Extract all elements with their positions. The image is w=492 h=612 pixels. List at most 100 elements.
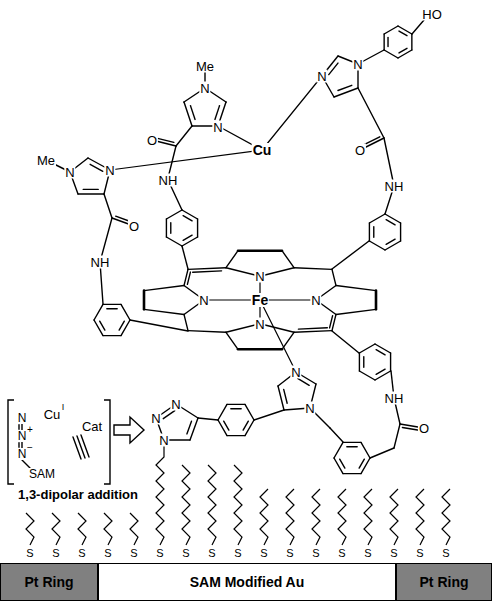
sulfur-atom: S [363, 548, 372, 559]
atom-label: NH [384, 392, 405, 405]
bond-line [121, 304, 130, 320]
bond-line [334, 442, 343, 458]
bond-line [336, 286, 376, 291]
alkyl-chain [52, 513, 60, 545]
bond-line [361, 442, 370, 458]
bond-line [369, 214, 385, 223]
bond-line [182, 246, 188, 269]
atom-label: Cu [252, 143, 273, 157]
bond-line [190, 106, 195, 120]
bond-line [144, 309, 184, 314]
bond-line [359, 353, 360, 371]
bond-line [294, 331, 332, 333]
bond-line [262, 76, 322, 150]
sulfur-atom: S [77, 548, 86, 559]
bond-line [347, 446, 357, 447]
sulfur-atom: S [311, 548, 320, 559]
alkyl-chain [442, 489, 450, 545]
bond-line [103, 304, 121, 305]
alkyl-chain [208, 465, 216, 545]
atom-label: Fe [251, 293, 269, 307]
bond-line [336, 309, 376, 314]
atom-label: N [64, 166, 75, 179]
bond-line [398, 50, 412, 58]
sulfur-atom: S [233, 548, 242, 559]
electrode-label: Pt Ring [25, 574, 74, 590]
bond-line [399, 31, 407, 36]
bond-line [369, 241, 385, 250]
alkyl-chain [286, 489, 294, 545]
bond-line [94, 320, 103, 336]
bond-line [198, 418, 218, 420]
alkyl-chain [364, 489, 372, 545]
atom-label: I [61, 403, 66, 412]
atom-label: N [310, 294, 321, 307]
bond-line [384, 26, 398, 34]
sulfur-atom: S [103, 548, 112, 559]
atom-label: N [150, 412, 161, 425]
bond-line [78, 193, 104, 194]
atom-label: Me [36, 154, 56, 167]
bond-line [359, 371, 375, 380]
bond-line [166, 237, 182, 246]
bond-line [110, 150, 262, 170]
bond-line [184, 314, 188, 330]
bond-line [187, 421, 192, 434]
bond-line [385, 214, 401, 223]
bond-line [143, 291, 146, 310]
bond-line [22, 460, 30, 468]
bond-line [332, 331, 359, 353]
bond-line [121, 320, 130, 336]
bond-line [282, 251, 294, 268]
bond-line [390, 353, 391, 371]
bond-line [375, 371, 391, 380]
bond-line [298, 378, 310, 385]
bond-line [166, 210, 182, 219]
bond-line [193, 271, 222, 272]
bond-line [170, 223, 171, 233]
bond-line [183, 216, 192, 221]
atom-label: N [316, 70, 327, 83]
bond-line [103, 335, 121, 336]
alkyl-chain [182, 465, 190, 545]
sulfur-atom: S [259, 548, 268, 559]
bond-line [188, 268, 226, 270]
bond-line [384, 50, 398, 58]
bond-line [215, 106, 220, 120]
atom-label: O [128, 220, 140, 233]
bond-line [183, 235, 192, 240]
alkyl-chain [338, 489, 346, 545]
bond-line [18, 425, 19, 430]
atom-label: NH [384, 180, 405, 193]
bond-line [226, 251, 238, 268]
bond-line [386, 220, 395, 225]
sulfur-atom: S [441, 548, 450, 559]
bond-line [254, 410, 284, 420]
bond-line [81, 435, 89, 457]
bond-line [238, 249, 282, 252]
bond-line [218, 404, 227, 420]
bond-line [245, 404, 254, 420]
platinum-ring: Pt Ring [396, 563, 492, 601]
atom-label: N [17, 412, 28, 424]
bond-line [107, 308, 117, 309]
bond-line [197, 219, 198, 237]
atom-label: O [146, 134, 158, 147]
bond-line [187, 272, 190, 284]
bond-line [218, 420, 227, 436]
sulfur-atom: S [129, 548, 138, 559]
atom-label: N [254, 270, 265, 283]
atom-label: NH [158, 174, 179, 187]
alkyl-chain [234, 465, 242, 545]
bond-line [329, 63, 338, 75]
bond-line [224, 421, 229, 430]
bond-line [361, 458, 370, 474]
bond-line [411, 34, 412, 50]
sulfur-atom: S [337, 548, 346, 559]
alkyl-chain [312, 489, 320, 545]
sulfur-atom: S [51, 548, 60, 559]
bond-line [370, 448, 394, 458]
bond-line [119, 321, 124, 330]
alkyl-chain [78, 513, 86, 545]
